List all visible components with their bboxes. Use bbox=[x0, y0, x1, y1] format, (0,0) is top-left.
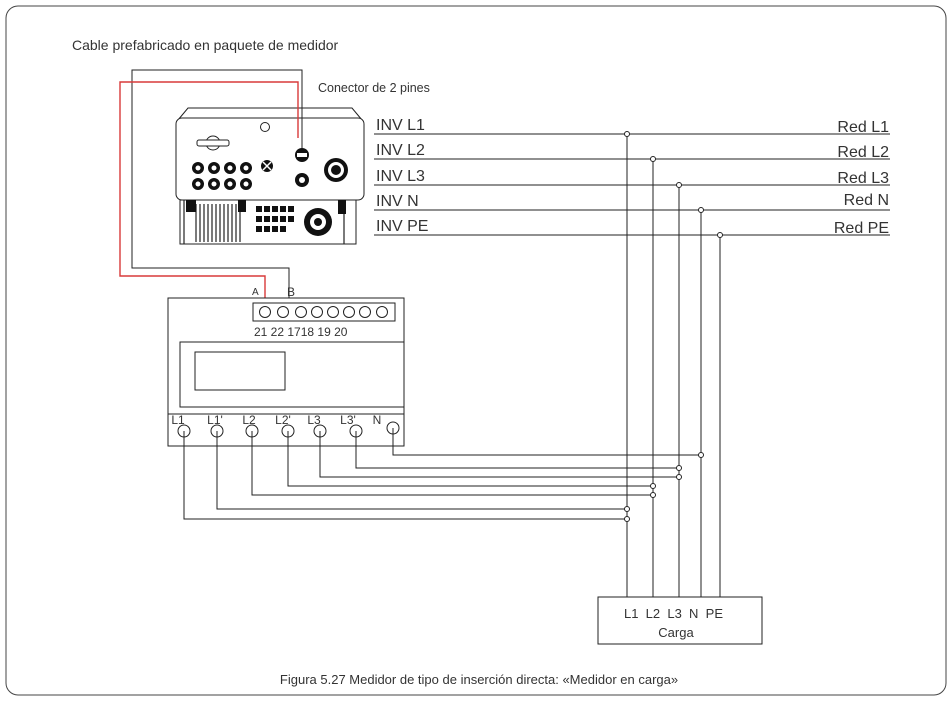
figure-caption: Figura 5.27 Medidor de tipo de inserción… bbox=[280, 672, 678, 687]
meter-terminal-l3: L3 bbox=[307, 413, 321, 427]
connector-label: Conector de 2 pines bbox=[318, 81, 430, 95]
diagram-title: Cable prefabricado en paquete de medidor bbox=[72, 37, 339, 53]
meter-terminal-n: N bbox=[373, 413, 382, 427]
terminal-numbers: 21 22 1718 19 20 bbox=[254, 325, 348, 339]
inv-l1-label: INV L1 bbox=[376, 117, 425, 134]
grid-l1-label: Red L1 bbox=[837, 119, 889, 136]
bus-lines bbox=[374, 133, 890, 236]
inverter bbox=[175, 107, 365, 245]
meter-terminal-l2p: L2' bbox=[275, 413, 291, 427]
load-label: Carga bbox=[658, 625, 694, 640]
inv-l2-label: INV L2 bbox=[376, 142, 425, 159]
meter-wires bbox=[183, 428, 701, 520]
grid-l3-label: Red L3 bbox=[837, 170, 889, 187]
inv-n-label: INV N bbox=[376, 193, 419, 210]
meter-terminal-l2: L2 bbox=[242, 413, 256, 427]
meter-terminal-l1: L1 bbox=[171, 413, 185, 427]
meter-terminal-l1p: L1' bbox=[207, 413, 223, 427]
terminal-a-label: A bbox=[252, 287, 259, 298]
figure-frame bbox=[5, 5, 947, 696]
comm-cable-black bbox=[131, 69, 303, 312]
terminal-b-label: B bbox=[287, 285, 295, 299]
energy-meter: 21 22 1718 19 20 L1 L1' L2 L2' L3 L3' N bbox=[167, 297, 405, 447]
meter-junction-dots bbox=[624, 452, 704, 522]
meter-terminal-l3p: L3' bbox=[340, 413, 356, 427]
grid-pe-label: Red PE bbox=[834, 220, 889, 237]
load-drops bbox=[626, 134, 721, 597]
inv-l3-label: INV L3 bbox=[376, 168, 425, 185]
load-terminals: L1 L2 L3 N PE bbox=[624, 606, 723, 621]
inv-pe-label: INV PE bbox=[376, 218, 428, 235]
grid-n-label: Red N bbox=[844, 192, 889, 209]
junction-dots bbox=[624, 131, 723, 238]
load-box: L1 L2 L3 N PE Carga bbox=[597, 596, 763, 645]
grid-l2-label: Red L2 bbox=[837, 144, 889, 161]
comm-cable-red bbox=[119, 81, 299, 312]
